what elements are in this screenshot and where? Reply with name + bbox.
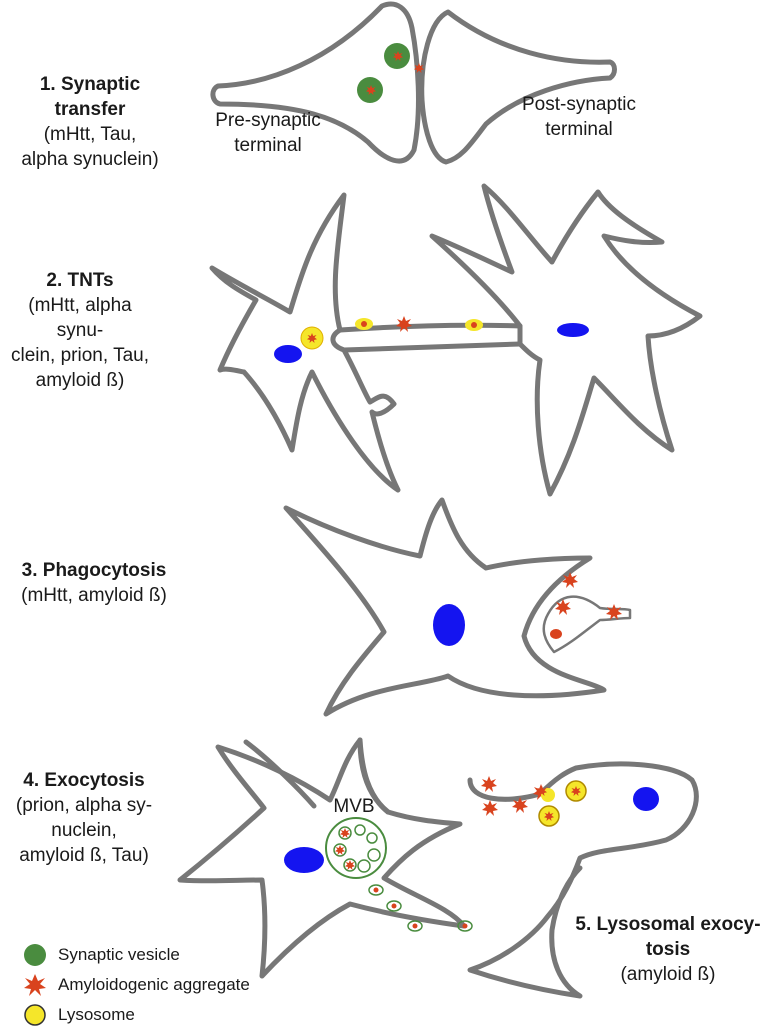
panel-label-phagocytosis: 3. Phagocytosis (mHtt, amyloid ß)	[6, 558, 182, 608]
exosome	[368, 884, 384, 896]
panel-label-lysosomal-exocytosis: 5. Lysosomal exocy- tosis (amyloid ß)	[568, 912, 768, 987]
panel-subtitle: (mHtt, amyloid ß)	[21, 585, 167, 606]
panel-subtitle: (prion, alpha sy-	[15, 795, 153, 816]
phagocyte-membrane	[283, 497, 607, 717]
aggregate	[481, 776, 497, 792]
multivesicular-body	[325, 817, 387, 879]
lysosome-icon	[24, 1004, 46, 1026]
exosome	[457, 920, 473, 932]
panel-title: 4. Exocytosis	[23, 770, 145, 791]
legend-label: Lysosome	[58, 1005, 135, 1024]
panel-subtitle: amyloid ß, Tau)	[19, 845, 149, 866]
postsynaptic-label: Post-synaptic terminal	[521, 94, 637, 140]
phagosome-extension	[542, 595, 632, 654]
legend-item-lysosome: Lysosome	[22, 1002, 135, 1028]
aggregate	[482, 800, 498, 816]
nucleus	[633, 787, 659, 811]
panel-title: 5. Lysosomal exocy-	[575, 914, 761, 935]
panel-subtitle: amyloid ß)	[35, 370, 125, 391]
legend-label: Amyloidogenic aggregate	[58, 975, 250, 994]
panel-label-synaptic-transfer: 1. Synaptic transfer (mHtt, Tau, alpha s…	[8, 72, 172, 172]
exocytosis-cell-arm	[243, 737, 391, 815]
panel-title: 2. TNTs	[46, 270, 114, 291]
lysosomal-cell-membrane	[467, 761, 699, 999]
presynaptic-label: Pre-synaptic terminal	[215, 110, 321, 156]
presynaptic-terminal-membrane	[210, 1, 421, 164]
nucleus	[284, 847, 324, 873]
mvb-label: MVB	[333, 796, 375, 817]
aggregate-icon	[24, 974, 46, 996]
panel-label-tnts: 2. TNTs (mHtt, alpha synu- clein, prion,…	[4, 268, 156, 393]
panel-label-exocytosis: 4. Exocytosis (prion, alpha sy- nuclein,…	[4, 768, 164, 868]
panel-subtitle: (amyloid ß)	[620, 964, 716, 985]
postsynaptic-terminal-membrane	[419, 9, 617, 165]
tnt-right-cell-membrane	[429, 183, 703, 497]
panel-title: 1. Synaptic transfer	[39, 74, 141, 120]
nucleus	[433, 604, 465, 646]
panel-subtitle: nuclein,	[51, 820, 117, 841]
legend-item-aggregate: Amyloidogenic aggregate	[22, 972, 250, 998]
synaptic-vesicle-icon	[24, 944, 46, 966]
exosome	[386, 900, 402, 912]
panel-title: tosis	[645, 939, 691, 960]
panel-subtitle: (mHtt, Tau,	[43, 124, 137, 145]
panel-title: 3. Phagocytosis	[21, 560, 167, 581]
legend-item-synaptic-vesicle: Synaptic vesicle	[22, 942, 180, 968]
panel-subtitle: alpha synuclein)	[21, 149, 159, 170]
legend-label: Synaptic vesicle	[58, 945, 180, 964]
exosome	[407, 920, 423, 932]
aggregate	[550, 629, 562, 639]
nucleus	[274, 345, 302, 363]
panel-subtitle: (mHtt, alpha synu-	[28, 295, 132, 341]
tnt-left-cell-membrane	[209, 192, 401, 493]
panel-subtitle: clein, prion, Tau,	[10, 345, 149, 366]
nucleus	[557, 323, 589, 337]
